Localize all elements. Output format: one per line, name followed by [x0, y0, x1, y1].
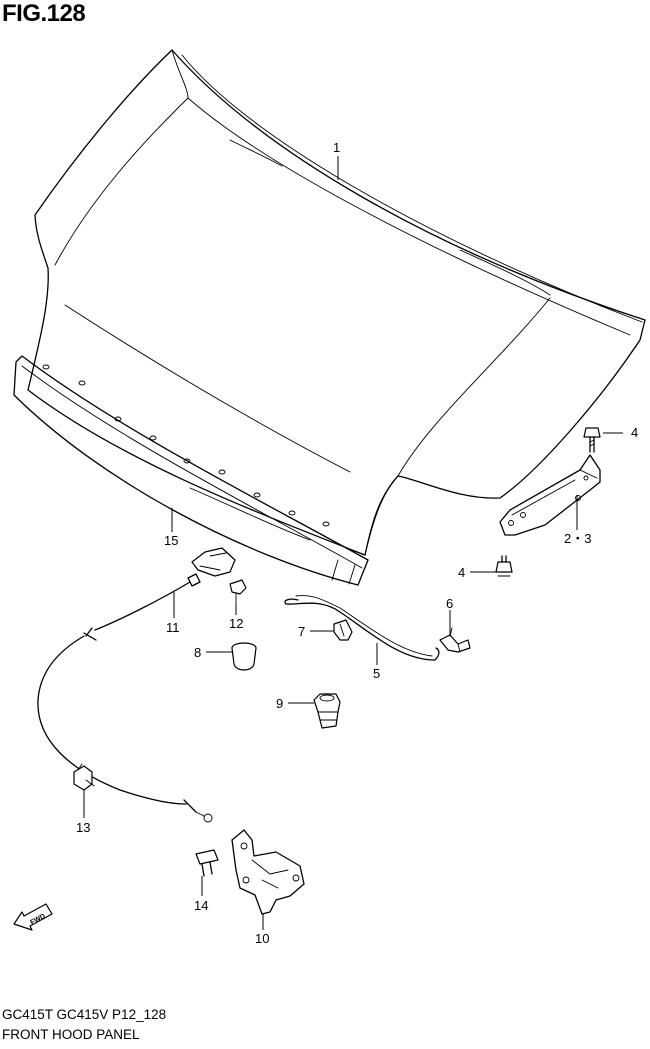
- callout-2-3: 2・3: [564, 531, 591, 546]
- callout-1: 1: [333, 140, 340, 155]
- footer-model-codes: GC415T GC415V P12_128: [2, 1007, 167, 1022]
- callout-10: 10: [255, 931, 269, 946]
- callout-13: 13: [76, 820, 90, 835]
- callout-14: 14: [194, 898, 208, 913]
- support-rod-clip[interactable]: [333, 619, 353, 641]
- fwd-arrow-icon: FWD: [13, 903, 53, 931]
- hinge-bolt-upper[interactable]: [583, 427, 601, 453]
- cable-clamp[interactable]: [73, 763, 95, 791]
- callout-6: 6: [446, 596, 453, 611]
- callout-15: 15: [164, 533, 178, 548]
- support-rod-holder[interactable]: [439, 627, 471, 653]
- hinge-bolt-lower[interactable]: [495, 555, 513, 577]
- callout-11: 11: [166, 620, 180, 635]
- hood-hinge[interactable]: [499, 454, 601, 536]
- hood-stopper-cushion[interactable]: [231, 642, 257, 671]
- hood-lock-bolt[interactable]: [195, 849, 219, 877]
- footer-caption: FRONT HOOD PANEL: [2, 1027, 140, 1042]
- figure-title: FIG.128: [2, 0, 86, 27]
- hood-front-seal[interactable]: [13, 355, 369, 586]
- hood-bumper[interactable]: [313, 693, 341, 729]
- callout-7: 7: [298, 624, 305, 639]
- callout-4-upper: 4: [631, 425, 638, 440]
- callout-9: 9: [276, 696, 283, 711]
- callout-4-lower: 4: [458, 565, 465, 580]
- callout-5: 5: [373, 666, 380, 681]
- callout-labels: 1 2・3 4 4 5 6 7 8 9 10 11 12 13 14 15: [76, 140, 638, 946]
- release-cable-clip[interactable]: [229, 579, 247, 605]
- hood-lock[interactable]: [231, 829, 305, 915]
- hood-panel[interactable]: [27, 49, 646, 556]
- hood-support-rod[interactable]: [284, 595, 440, 661]
- leader-lines: [83, 156, 623, 930]
- callout-12: 12: [229, 616, 243, 631]
- callout-8: 8: [194, 645, 201, 660]
- hood-release-cable[interactable]: [37, 547, 236, 823]
